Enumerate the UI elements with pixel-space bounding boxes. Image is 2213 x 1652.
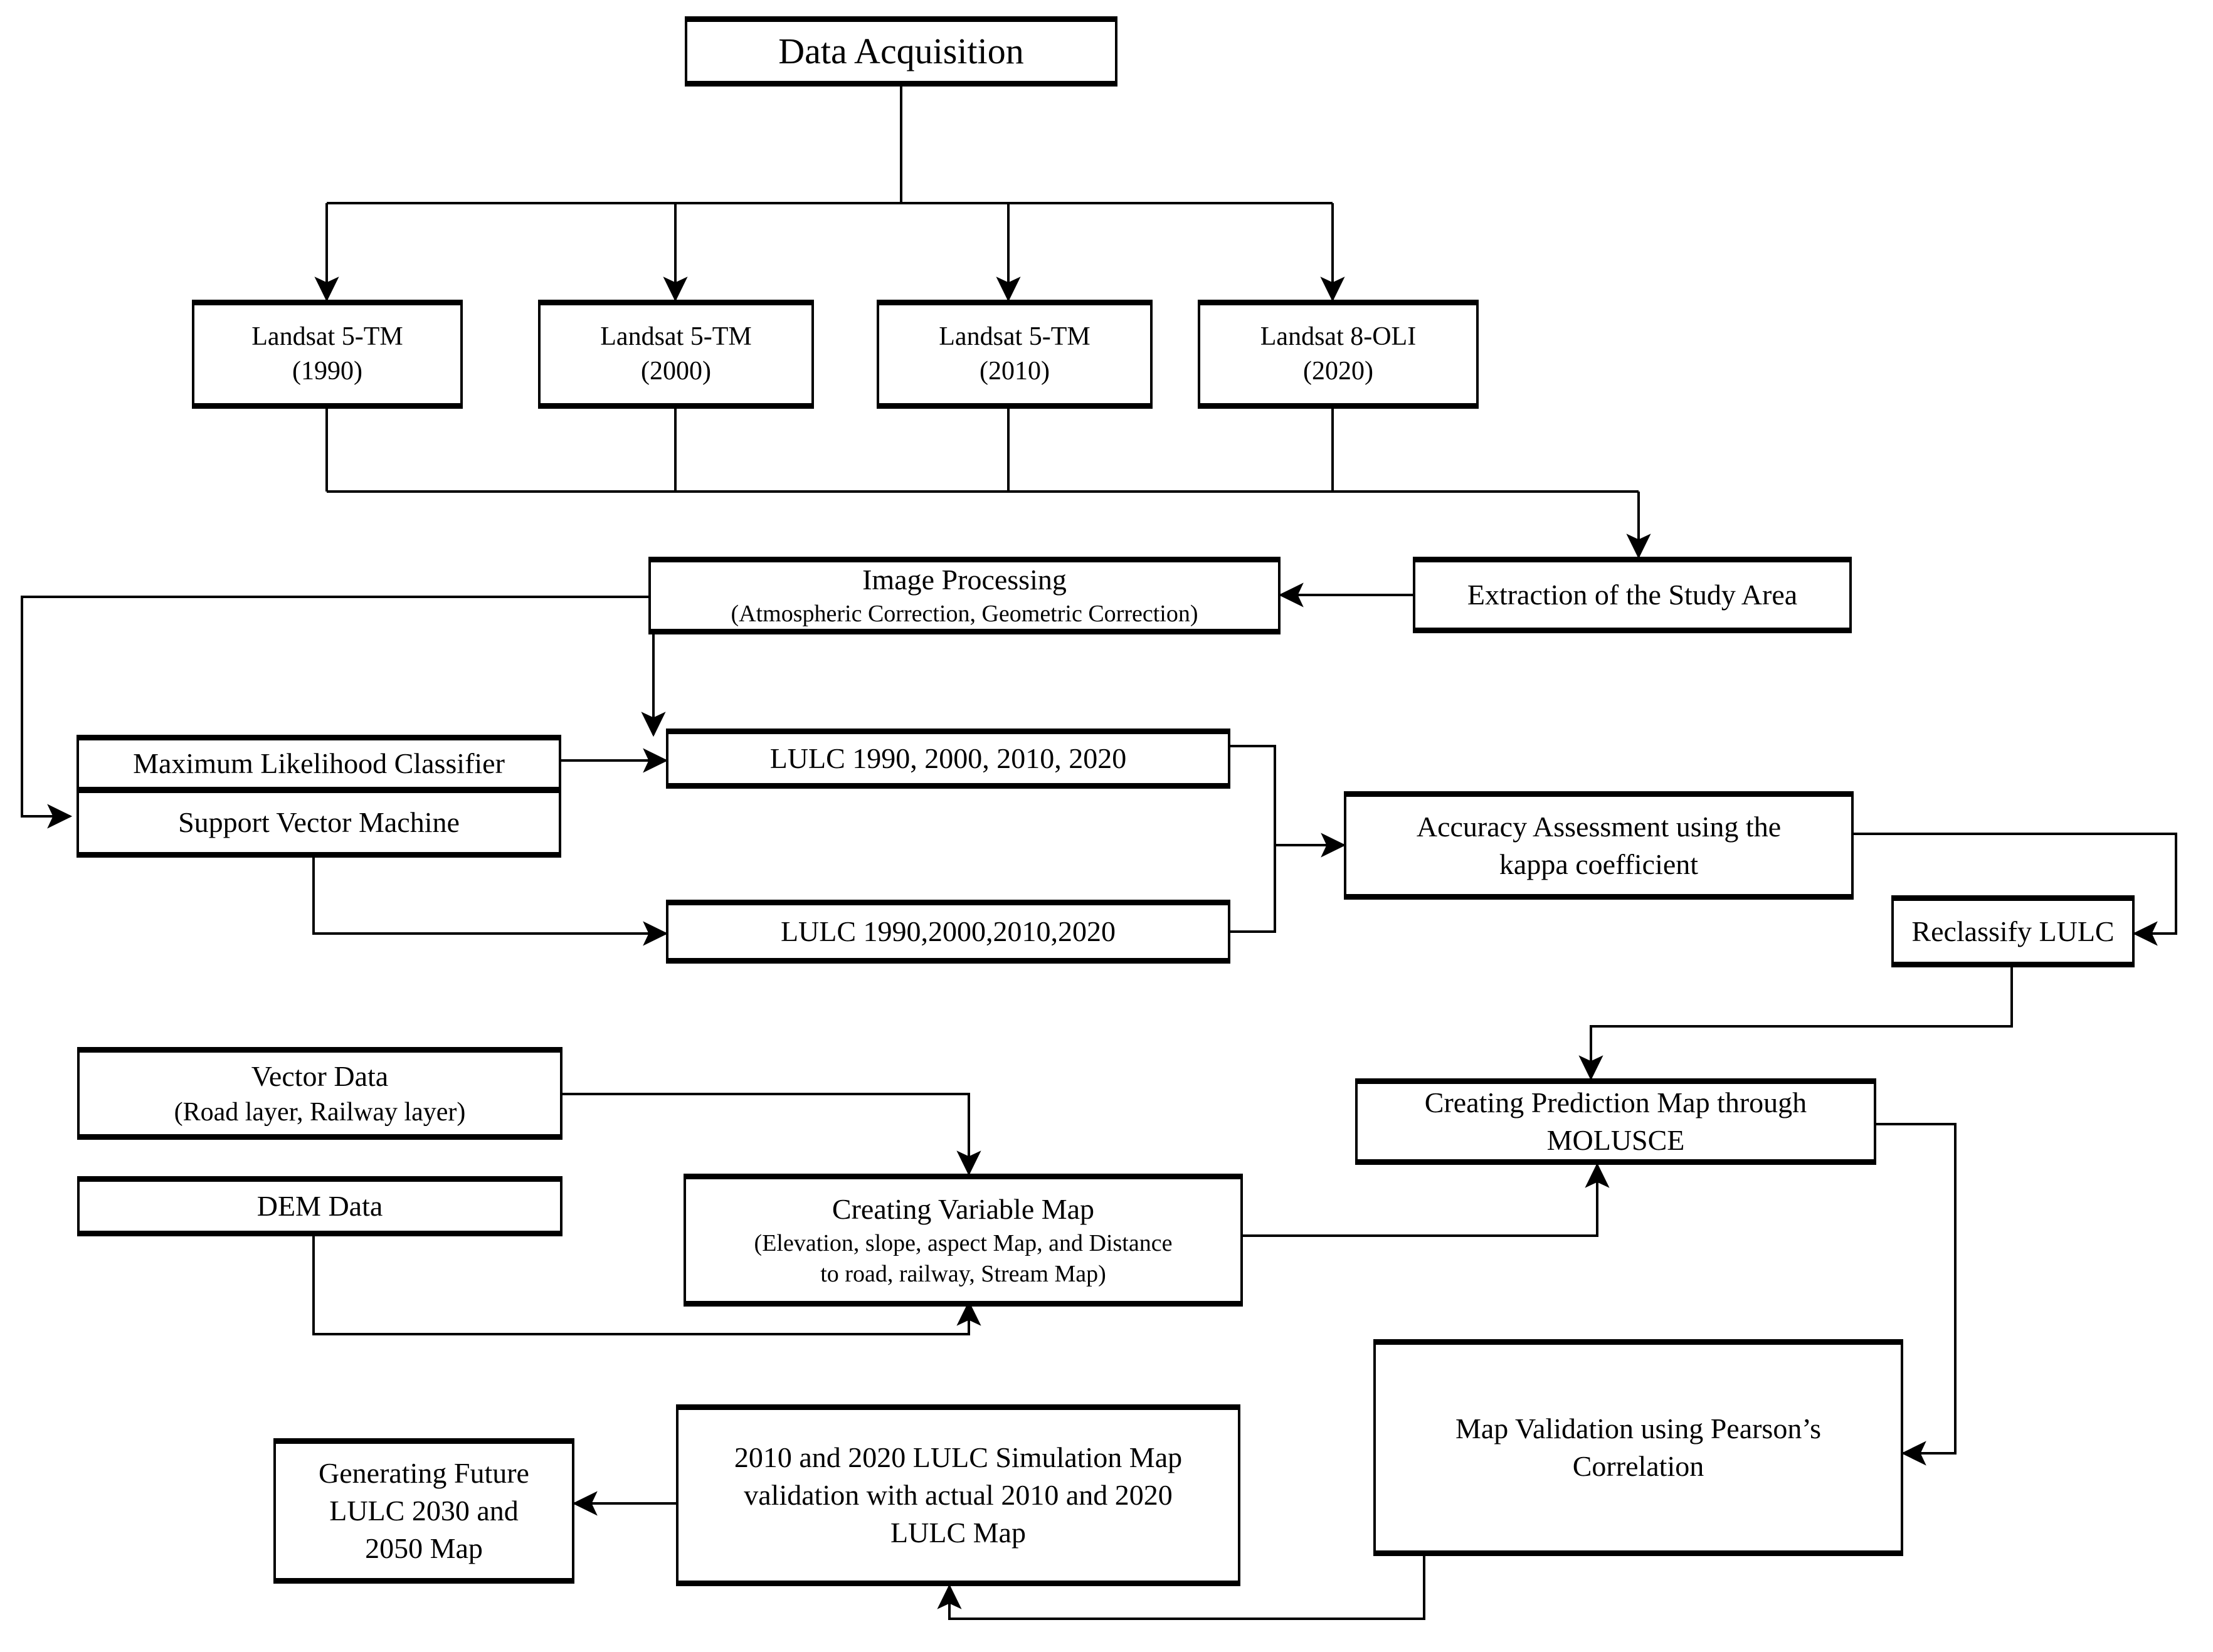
- node-svm-label: Support Vector Machine: [178, 806, 460, 839]
- node-generating-future-lulc[interactable]: Generating Future LULC 2030 and 2050 Map: [273, 1438, 574, 1584]
- node-lulc-svm[interactable]: LULC 1990,2000,2010,2020: [666, 900, 1230, 964]
- edge-lulcsvm-merge: [1230, 845, 1276, 933]
- node-creating-variable-map[interactable]: Creating Variable Map (Elevation, slope,…: [684, 1174, 1243, 1307]
- node-data-acquisition[interactable]: Data Acquisition: [685, 16, 1117, 87]
- edge-lulcmlc-merge: [1230, 745, 1276, 845]
- node-landsat-1990-line1: Landsat 5-TM: [251, 322, 403, 352]
- node-landsat-2020[interactable]: Landsat 8-OLI (2020): [1198, 300, 1479, 409]
- node-simulation-validation-line2: validation with actual 2010 and 2020: [744, 1479, 1173, 1512]
- node-vector-data-line1: Vector Data: [251, 1060, 389, 1092]
- node-simulation-validation-line1: 2010 and 2020 LULC Simulation Map: [734, 1441, 1183, 1474]
- node-prediction-map-line1: Creating Prediction Map through: [1424, 1086, 1807, 1119]
- node-image-processing[interactable]: Image Processing (Atmospheric Correction…: [648, 557, 1281, 634]
- node-simulation-validation-line3: LULC Map: [890, 1516, 1026, 1549]
- node-extraction-study-area[interactable]: Extraction of the Study Area: [1413, 557, 1852, 633]
- node-variable-map-line3: to road, railway, Stream Map): [820, 1260, 1106, 1287]
- node-landsat-2020-line2: (2020): [1303, 357, 1373, 386]
- node-vector-data-line2: (Road layer, Railway layer): [174, 1097, 466, 1127]
- node-future-lulc-line1: Generating Future: [319, 1457, 529, 1490]
- node-extraction-study-area-label: Extraction of the Study Area: [1467, 579, 1798, 611]
- node-maximum-likelihood-classifier[interactable]: Maximum Likelihood Classifier: [77, 735, 561, 792]
- node-image-processing-line2: (Atmospheric Correction, Geometric Corre…: [731, 601, 1198, 628]
- node-landsat-2010[interactable]: Landsat 5-TM (2010): [877, 300, 1153, 409]
- node-variable-map-line2: (Elevation, slope, aspect Map, and Dista…: [754, 1229, 1173, 1256]
- node-lulc-mlc[interactable]: LULC 1990, 2000, 2010, 2020: [666, 729, 1230, 789]
- node-reclassify-lulc-label: Reclassify LULC: [1911, 915, 2115, 947]
- node-dem-data[interactable]: DEM Data: [77, 1176, 562, 1236]
- node-map-validation[interactable]: Map Validation using Pearson’s Correlati…: [1373, 1339, 1903, 1556]
- node-landsat-2000-line1: Landsat 5-TM: [600, 322, 752, 352]
- node-landsat-1990[interactable]: Landsat 5-TM (1990): [192, 300, 463, 409]
- node-creating-prediction-map[interactable]: Creating Prediction Map through MOLUSCE: [1355, 1078, 1876, 1165]
- node-variable-map-line1: Creating Variable Map: [832, 1192, 1095, 1225]
- node-prediction-map-line2: MOLUSCE: [1546, 1124, 1685, 1156]
- node-accuracy-assessment-line1: Accuracy Assessment using the: [1416, 810, 1782, 843]
- node-lulc-mlc-label: LULC 1990, 2000, 2010, 2020: [769, 742, 1127, 775]
- node-landsat-1990-line2: (1990): [292, 357, 362, 386]
- node-simulation-validation[interactable]: 2010 and 2020 LULC Simulation Map valida…: [676, 1404, 1240, 1586]
- node-accuracy-assessment[interactable]: Accuracy Assessment using the kappa coef…: [1344, 791, 1854, 900]
- node-landsat-2020-line1: Landsat 8-OLI: [1260, 322, 1417, 352]
- edge-variablemap-to-prediction: [1243, 1162, 1610, 1237]
- node-landsat-2010-line1: Landsat 5-TM: [939, 322, 1091, 352]
- edge-svm-to-lulcsvm: [312, 858, 668, 946]
- node-future-lulc-line3: 2050 Map: [365, 1532, 483, 1564]
- node-reclassify-lulc[interactable]: Reclassify LULC: [1891, 895, 2135, 967]
- node-map-validation-line1: Map Validation using Pearson’s: [1455, 1413, 1822, 1445]
- node-future-lulc-line2: LULC 2030 and: [329, 1495, 519, 1527]
- node-vector-data[interactable]: Vector Data (Road layer, Railway layer): [77, 1047, 562, 1140]
- node-landsat-2010-line2: (2010): [980, 357, 1050, 386]
- node-dem-data-label: DEM Data: [256, 1190, 383, 1223]
- node-data-acquisition-label: Data Acquisition: [778, 31, 1024, 72]
- node-support-vector-machine[interactable]: Support Vector Machine: [77, 787, 561, 858]
- node-map-validation-line2: Correlation: [1572, 1450, 1704, 1482]
- node-landsat-2000-line2: (2000): [641, 357, 711, 386]
- node-mlc-label: Maximum Likelihood Classifier: [133, 747, 505, 780]
- edge-reclassify-to-prediction: [1578, 967, 2013, 1081]
- node-image-processing-line1: Image Processing: [862, 564, 1067, 596]
- edge-vector-to-variablemap: [562, 1093, 981, 1176]
- node-accuracy-assessment-line2: kappa coefficient: [1499, 848, 1699, 880]
- node-lulc-svm-label: LULC 1990,2000,2010,2020: [780, 915, 1116, 948]
- node-landsat-2000[interactable]: Landsat 5-TM (2000): [538, 300, 814, 409]
